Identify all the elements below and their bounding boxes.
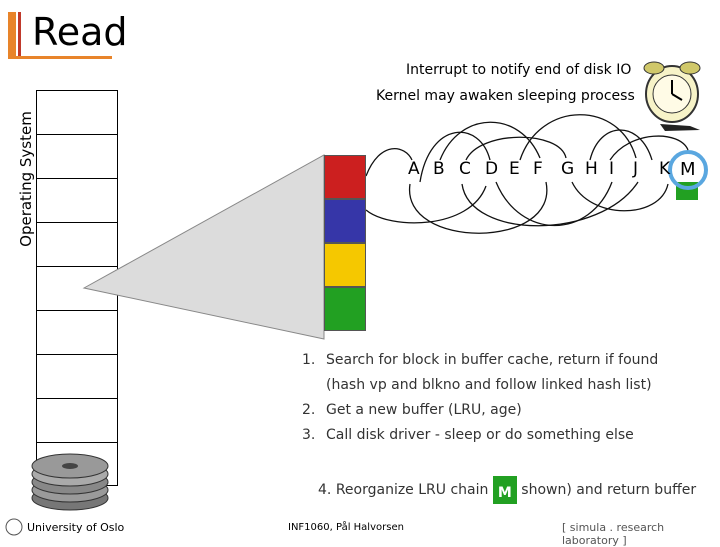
cache-block: [324, 199, 366, 243]
footer-university: University of Oslo: [27, 521, 124, 534]
buffer-label: D: [485, 159, 498, 179]
buffer-label: C: [459, 159, 471, 179]
step-4: 4. Reorganize LRU chain M shown) and ret…: [318, 476, 696, 504]
buffer-label: G: [561, 159, 574, 179]
buffer-label: B: [433, 159, 445, 179]
buffer-label: J: [633, 159, 638, 179]
footer-course: INF1060, Pål Halvorsen: [288, 522, 404, 533]
cache-block: [324, 155, 366, 199]
m-badge: M: [493, 476, 517, 504]
uio-logo-icon: [6, 519, 22, 535]
buffer-label: H: [585, 159, 598, 179]
buffer-label: E: [509, 159, 520, 179]
kernel-note: Kernel may awaken sleeping process: [376, 88, 635, 104]
buffer-cache-column: [324, 155, 366, 331]
step-number: 2.: [302, 398, 326, 423]
step-4-text: Reorganize LRU chain: [336, 482, 489, 498]
buffer-label: F: [533, 159, 543, 179]
step-list: 1.Search for block in buffer cache, retu…: [302, 348, 658, 448]
cache-zoom-wedge: [84, 155, 324, 339]
step-text: (hash vp and blkno and follow linked has…: [326, 377, 652, 393]
step-item: (hash vp and blkno and follow linked has…: [302, 373, 658, 398]
buffer-label: K: [659, 159, 670, 179]
step-item: 1.Search for block in buffer cache, retu…: [302, 348, 658, 373]
cache-block: [324, 243, 366, 287]
disk-icon: [32, 454, 108, 510]
buffer-label: M: [680, 159, 696, 180]
alarm-clock-icon: [644, 62, 700, 131]
step-4-number: 4.: [318, 482, 331, 498]
buffer-label: A: [408, 159, 420, 179]
step-item: 2.Get a new buffer (LRU, age): [302, 398, 658, 423]
cache-block: [324, 287, 366, 331]
step-number: 1.: [302, 348, 326, 373]
step-item: 3.Call disk driver - sleep or do somethi…: [302, 423, 658, 448]
step-text: Get a new buffer (LRU, age): [326, 402, 522, 418]
step-number: 3.: [302, 423, 326, 448]
step-text: Call disk driver - sleep or do something…: [326, 427, 634, 443]
step-4-text-end: shown) and return buffer: [521, 482, 696, 498]
interrupt-note: Interrupt to notify end of disk IO: [406, 62, 631, 78]
step-text: Search for block in buffer cache, return…: [326, 352, 658, 368]
footer-lab: [ simula . research laboratory ]: [562, 521, 720, 547]
buffer-label: I: [609, 159, 614, 179]
